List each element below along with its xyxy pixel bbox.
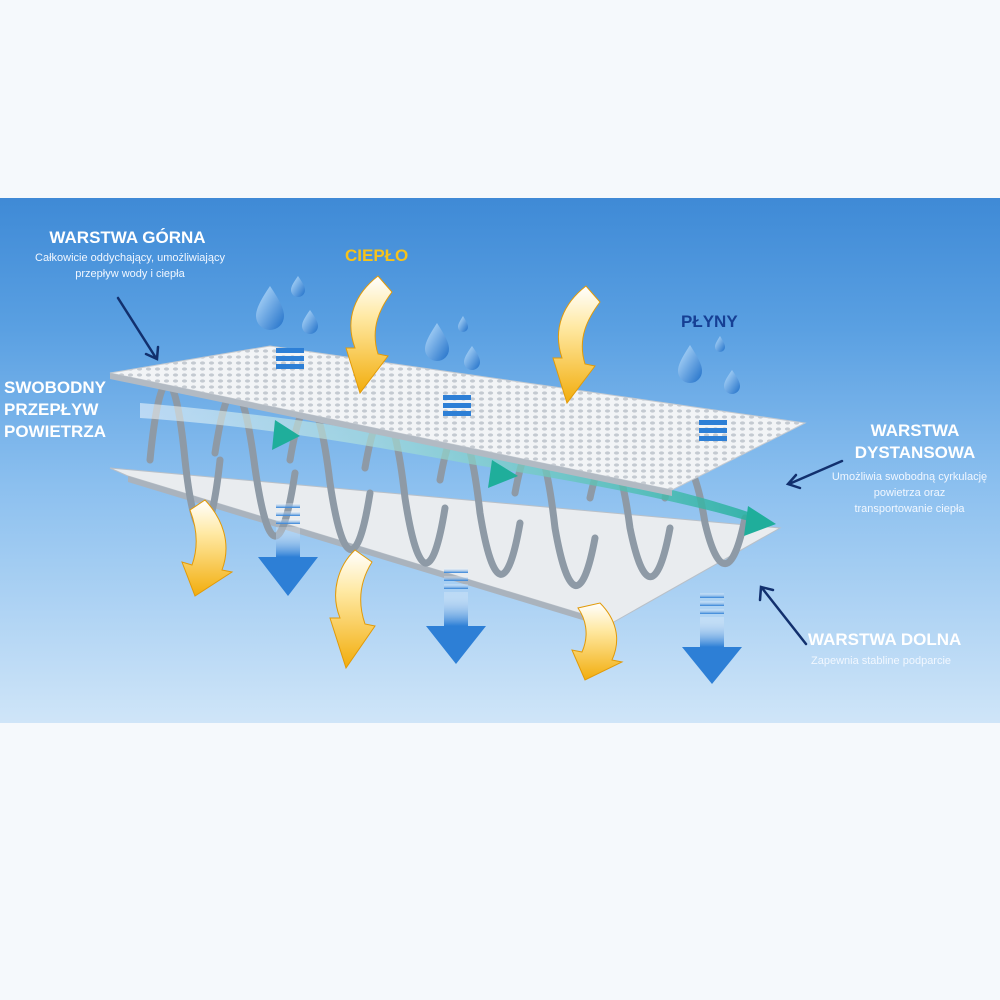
airflow-title-line1: SWOBODNY [4,378,106,397]
down-arrow-icon [258,503,742,684]
fluids-label: PŁYNY [681,312,738,331]
airflow-title: SWOBODNY PRZEPŁYW POWIETRZA [4,377,124,443]
airflow-title-line2: PRZEPŁYW [4,400,99,419]
water-drop-icon [256,276,740,394]
fluid-markers [276,348,727,441]
top-layer-sheet [109,345,807,496]
spacer-description-line1: Umożliwia swobodną cyrkulację [831,471,988,483]
airflow-ribbons [140,403,776,536]
airflow-title-line3: POWIETRZA [4,422,106,441]
bottom-layer-title: WARSTWA DOLNA [808,630,962,649]
spacer-description-line3: transportowanie ciepła [854,503,965,515]
spacer-title-line2: DYSTANSOWA [854,443,976,462]
pointer-arrow-icon [116,296,844,646]
layer-diagram [109,275,844,684]
bottom-layer-description: Zapewnia stabline podparcie [811,655,952,667]
diagram-panel: WARSTWA GÓRNA Całkowicie oddychający, um… [0,198,1000,723]
spacer-layer-title: WARSTWA DYSTANSOWA [840,420,990,464]
heat-arrow-icon [181,499,624,681]
spacer-description-line2: powietrza oraz [873,487,946,499]
heat-arrow-icon [345,275,601,405]
spacer-title-line1: WARSTWA [870,421,960,440]
heat-label: CIEPŁO [345,246,409,265]
spacer-layer-description: Umożliwia swobodną cyrkulację powietrza … [822,469,997,517]
top-layer-title: WARSTWA GÓRNA [49,228,206,247]
top-layer-description: Całkowicie oddychający, umożliwiający pr… [35,252,225,280]
